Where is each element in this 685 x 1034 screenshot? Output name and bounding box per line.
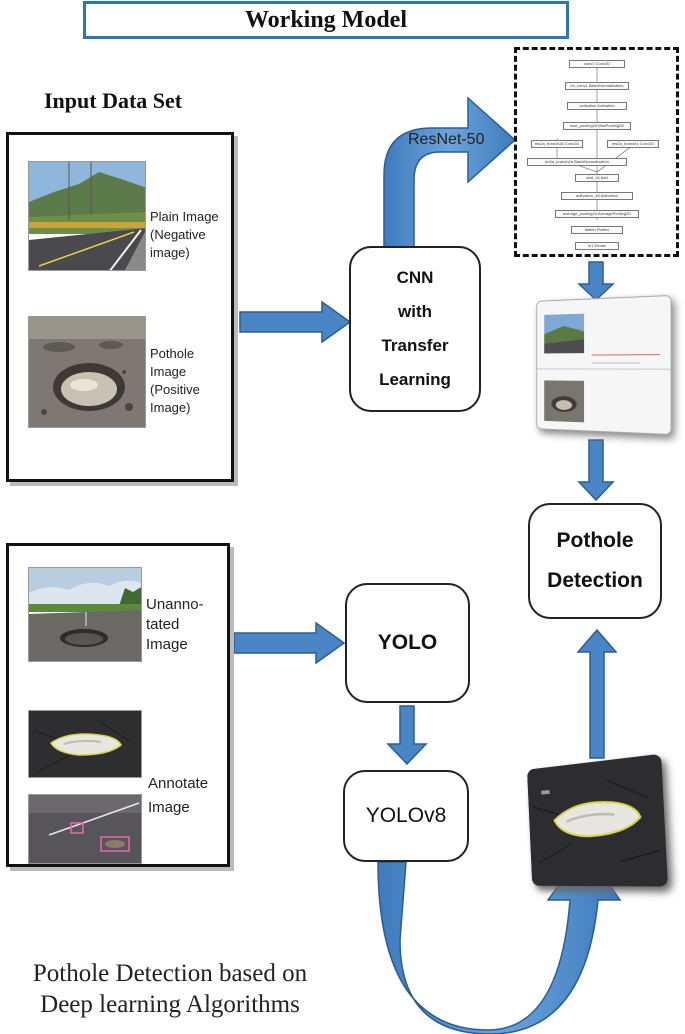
plain-image-label: Plain Image (Negative image) (150, 208, 219, 262)
annotated-pothole-photo-2 (28, 794, 142, 864)
pothole-detection-line: Pothole (556, 529, 634, 552)
cnn-box-line: CNN (396, 268, 434, 287)
net-node: conv1 Conv2D (569, 60, 625, 68)
unannotated-image-label: Unanno- tated Image (146, 595, 204, 655)
net-node: bn_conv1 BatchNormalization (565, 82, 629, 90)
annotate-label-line: Image (148, 799, 190, 816)
net-node-text: res2a_branch1 (611, 141, 639, 146)
net-node: average_pooling2d AveragePooling2D (555, 210, 639, 218)
plain-label-line: Plain Image (150, 209, 219, 224)
pothole-photo (28, 316, 146, 428)
plain-label-line: (Negative (150, 227, 206, 242)
resnet-graph-edges (556, 62, 633, 220)
yolo-box-label: YOLO (377, 631, 438, 654)
footer-line: Pothole Detection based on (32, 960, 308, 987)
resnet-architecture-box: conv1 Conv2D bn_conv1 BatchNormalization… (514, 47, 679, 257)
cnn-box-line: Transfer (381, 336, 449, 355)
net-node-text: MaxPooling2D (598, 123, 625, 128)
input-panel-1: Plain Image (Negative image) Pothole Ima… (6, 132, 234, 482)
pothole-detection-line: Detection (547, 569, 643, 592)
input-panel-2: Unanno- tated Image Annotate Image (6, 543, 230, 867)
resnet-label: ResNet-50 (408, 131, 485, 148)
net-node: flatten Flatten (571, 226, 623, 234)
net-node-text: BatchNormalization (588, 83, 624, 88)
net-node-text: flatten (584, 227, 596, 232)
yolo-to-yolov8-arrow (386, 705, 428, 766)
net-node-text: BatchNormalization (574, 159, 609, 164)
pothole-label-line: Image (150, 364, 187, 379)
output-to-detection-arrow (576, 628, 618, 759)
footer-caption: Pothole Detection based on Deep learning… (0, 958, 340, 1020)
panel2-to-yolo-arrow (233, 621, 346, 665)
yolov8-box-label: YOLOv8 (365, 804, 447, 827)
resnet-to-result-arrow (577, 261, 615, 302)
net-node-text: average_pooling2d (562, 211, 597, 216)
net-node-text: conv1 (583, 61, 595, 66)
unannotated-label-line: tated (146, 616, 180, 633)
net-node: activation Activation (567, 102, 627, 110)
plain-road-photo (28, 161, 146, 271)
pothole-image-label: Pothole Image (Positive Image) (150, 345, 200, 417)
classification-result-screenshot (536, 294, 672, 436)
net-node-text: res2a_branch2a (534, 141, 564, 146)
net-node-text: Conv2D (639, 141, 655, 146)
net-node: add_16 Add (575, 174, 619, 182)
cnn-box-line: with (398, 302, 432, 321)
net-node-text: fc1 (587, 243, 594, 248)
net-node: activation_48 Activation (561, 192, 633, 200)
pothole-label-line: Pothole (150, 346, 195, 361)
net-node-text: Flatten (596, 227, 610, 232)
net-node: max_pooling2d MaxPooling2D (563, 122, 631, 130)
net-node-text: AveragePooling2D (597, 211, 632, 216)
yolov8-box: YOLOv8 (343, 770, 469, 862)
pothole-label-line: Image) (150, 400, 191, 415)
net-node-text: activation_48 (576, 193, 600, 198)
net-node-text: Add (600, 175, 608, 180)
net-node-text: Conv2D (564, 141, 580, 146)
net-node: res2a_branch1 Conv2D (607, 140, 659, 148)
input-heading: Input Data Set (44, 88, 183, 113)
plain-label-line: image) (150, 245, 190, 260)
net-node: fc1 Dense (575, 242, 619, 250)
net-node-text: activation (579, 103, 597, 108)
net-node: bn2a_branch2a BatchNormalization (527, 158, 627, 166)
cnn-to-resnet-arrow (383, 96, 517, 249)
cnn-transfer-learning-box: CNN with Transfer Learning (349, 246, 481, 412)
net-node-text: max_pooling2d (569, 123, 597, 128)
net-node-text: Activation (600, 193, 618, 198)
net-node-text: Dense (594, 243, 607, 248)
title-box: Working Model (83, 1, 569, 39)
net-node-text: bn2a_branch2a (545, 159, 573, 164)
footer-line: Deep learning Algorithms (40, 991, 300, 1018)
annotate-image-label: Annotate Image (148, 772, 208, 820)
pothole-label-line: (Positive (150, 382, 200, 397)
net-node-text: Activation (597, 103, 615, 108)
result-to-detection-arrow (577, 439, 615, 502)
net-node-text: Conv2D (595, 61, 611, 66)
unannotated-label-line: Unanno- (146, 596, 204, 613)
net-node: res2a_branch2a Conv2D (531, 140, 583, 148)
net-node-text: bn_conv1 (570, 83, 588, 88)
unannotated-label-line: Image (146, 636, 188, 653)
unannotated-road-photo (28, 567, 142, 662)
pothole-detection-box: Pothole Detection (528, 503, 662, 619)
panel1-to-cnn-arrow (239, 300, 352, 344)
yolo-output-image (527, 753, 668, 887)
annotated-pothole-photo-1 (28, 710, 142, 778)
net-node-text: add_16 (586, 175, 600, 180)
page-title: Working Model (244, 6, 407, 33)
yolo-box: YOLO (345, 583, 470, 703)
annotate-label-line: Annotate (148, 775, 209, 792)
cnn-box-line: Learning (379, 370, 451, 389)
